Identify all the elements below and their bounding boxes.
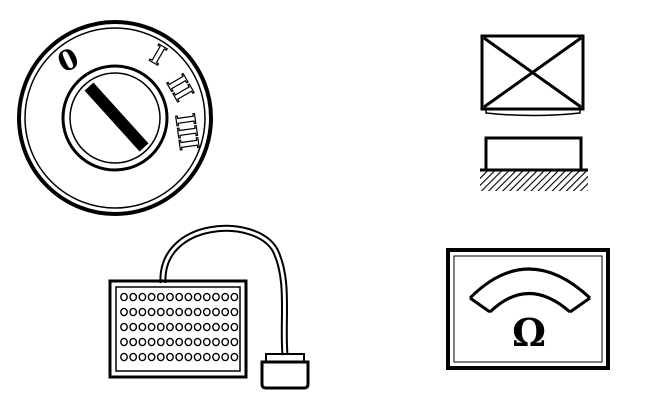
socket-hole: [212, 322, 220, 332]
ohm-unit-symbol: Ω: [512, 310, 546, 355]
socket-hole: [147, 292, 156, 302]
socket-hole: [184, 352, 193, 362]
socket-hole: [193, 292, 202, 302]
socket-hole: [175, 292, 184, 302]
test-box-icon: [108, 224, 289, 379]
socket-hole: [120, 322, 128, 332]
socket-hole: [138, 337, 147, 347]
socket-hole: [156, 352, 165, 362]
socket-hole: [212, 337, 220, 347]
socket-hole: [202, 352, 211, 362]
socket-hole: [212, 352, 220, 362]
connector-plug-icon: [260, 353, 310, 390]
socket-hole: [193, 322, 202, 332]
socket-hole: [120, 307, 128, 317]
socket-hole: [175, 307, 184, 317]
socket-hole: [221, 292, 230, 302]
socket-hole: [129, 337, 138, 347]
socket-hole: [193, 352, 202, 362]
socket-hole: [221, 307, 230, 317]
socket-hole: [221, 322, 230, 332]
socket-hole: [175, 337, 184, 347]
socket-hole: [202, 292, 211, 302]
socket-hole: [184, 292, 193, 302]
socket-hole: [166, 307, 174, 317]
socket-hole: [120, 292, 128, 302]
socket-hole: [138, 322, 147, 332]
ohmmeter-icon: Ω: [446, 248, 610, 370]
socket-hole: [212, 292, 220, 302]
socket-hole: [147, 322, 156, 332]
socket-hole: [221, 337, 230, 347]
warning-lamp-icon: [480, 34, 585, 117]
socket-hole: [230, 322, 239, 332]
key-position-ii: II: [160, 70, 198, 106]
socket-holes: [120, 292, 239, 362]
socket-hole: [184, 307, 193, 317]
socket-hole: [129, 352, 138, 362]
socket-hole: [138, 307, 147, 317]
socket-hole: [147, 352, 156, 362]
socket-hole: [212, 307, 220, 317]
socket-hole: [120, 337, 128, 347]
socket-hole: [129, 307, 138, 317]
socket-hole: [147, 337, 156, 347]
socket-hole: [138, 352, 147, 362]
key-slot: [84, 82, 149, 152]
ignition-switch-icon: 0 I II III: [17, 20, 213, 216]
socket-hole: [120, 352, 128, 362]
socket-hole: [156, 337, 165, 347]
socket-hole: [202, 307, 211, 317]
socket-hole: [166, 337, 174, 347]
socket-hole: [166, 292, 174, 302]
socket-hole: [175, 352, 184, 362]
socket-hole: [193, 307, 202, 317]
socket-hole: [230, 337, 239, 347]
socket-hole: [156, 292, 165, 302]
socket-hole: [230, 352, 239, 362]
socket-hole: [184, 337, 193, 347]
socket-hole: [156, 322, 165, 332]
socket-hole: [184, 322, 193, 332]
socket-hole: [166, 352, 174, 362]
socket-hole: [202, 322, 211, 332]
socket-hole: [175, 322, 184, 332]
socket-hole: [193, 337, 202, 347]
socket-hole: [221, 352, 230, 362]
socket-hole: [230, 292, 239, 302]
push-button-icon: [480, 136, 588, 191]
socket-hole: [129, 322, 138, 332]
key-position-0: 0: [52, 41, 84, 79]
socket-hole: [202, 337, 211, 347]
socket-hole: [156, 307, 165, 317]
key-position-i: I: [145, 40, 171, 72]
key-position-iii: III: [169, 112, 204, 152]
socket-hole: [147, 307, 156, 317]
socket-hole: [166, 322, 174, 332]
socket-hole: [138, 292, 147, 302]
socket-hole: [129, 292, 138, 302]
socket-hole: [230, 307, 239, 317]
